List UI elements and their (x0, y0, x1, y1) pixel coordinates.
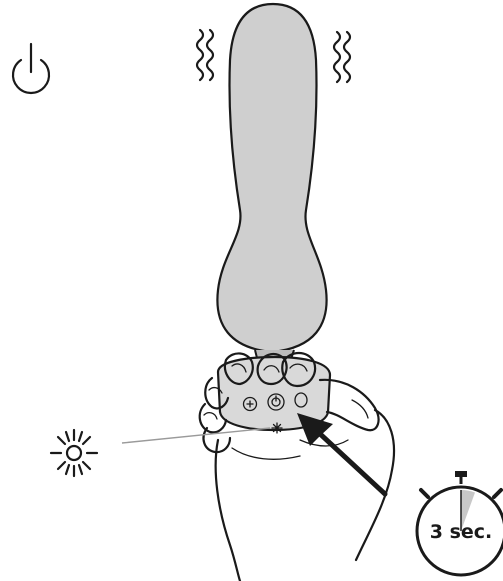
vibration-left-icon (197, 30, 213, 80)
led-indicator-icon (272, 423, 282, 433)
power-icon (13, 44, 49, 93)
indicator-line (122, 428, 270, 443)
device-body (217, 4, 326, 352)
stopwatch-icon: 3 sec. (417, 471, 503, 575)
light-burst-icon (51, 430, 97, 476)
vibration-right-icon (334, 32, 350, 82)
arrow-icon (297, 413, 385, 494)
timer-label: 3 sec. (430, 521, 493, 543)
